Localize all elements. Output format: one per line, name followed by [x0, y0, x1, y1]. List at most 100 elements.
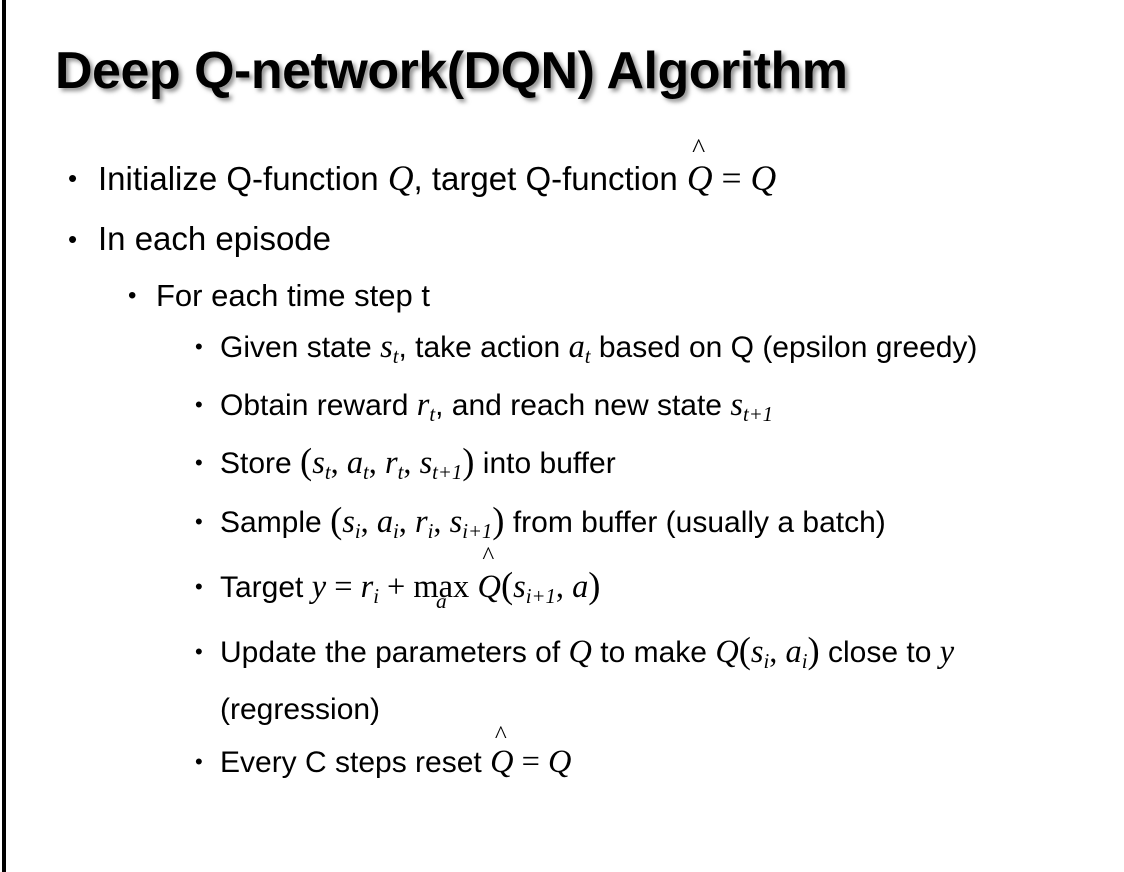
math-var-base: s	[312, 445, 325, 482]
math-var-q-hat: ^Q	[686, 135, 713, 208]
math-paren-open: (	[500, 564, 514, 606]
math-var-s-next: si+1	[513, 568, 556, 609]
list-item-text: For each time step t	[156, 278, 430, 313]
math-comma: ,	[555, 568, 573, 605]
text-fragment: into buffer	[474, 447, 616, 481]
math-var-r: rt	[385, 445, 403, 484]
math-paren-open: (	[300, 441, 313, 483]
math-paren-close: )	[588, 564, 601, 606]
math-var-s-next: st+1	[419, 445, 463, 484]
math-subscript: t	[584, 346, 591, 369]
text-fragment: Every C steps reset	[220, 746, 491, 780]
math-equals: =	[513, 744, 548, 781]
text-fragment: Target	[220, 570, 312, 604]
circumflex-accent-icon: ^	[482, 542, 495, 571]
text-fragment: (regression)	[220, 693, 381, 727]
math-subscript: i+1	[525, 586, 556, 609]
text-fragment: Update the parameters of	[220, 636, 569, 670]
list-item-reset-target-network: • Every C steps reset ^Q = Q	[0, 722, 1124, 791]
list-item-text: Initialize Q-function Q, target Q-functi…	[98, 135, 1084, 209]
list-item-text: Every C steps reset ^Q = Q	[220, 722, 1094, 791]
math-subscript: t	[324, 462, 331, 485]
math-subscript: i	[763, 651, 770, 674]
math-var-q-hat: ^Q	[477, 543, 501, 618]
math-paren-close: )	[807, 629, 820, 671]
math-subscript: i	[427, 520, 434, 543]
math-paren-close: )	[462, 441, 475, 483]
math-subscript: i	[373, 586, 379, 609]
list-item-text: Store (st, at, rt, st+1) into buffer	[220, 439, 1094, 497]
list-item-update-parameters: • Update the parameters of Q to make Q(s…	[0, 628, 1124, 734]
text-fragment: based on Q (epsilon greedy)	[590, 331, 978, 364]
math-comma: ,	[433, 503, 450, 540]
math-var-q: Q	[547, 744, 572, 781]
bullet-marker: •	[195, 639, 203, 665]
math-comma: ,	[398, 503, 415, 540]
list-item-text: In each episode	[98, 220, 332, 257]
math-var-q2: Q	[715, 634, 739, 671]
math-var-base: s	[342, 503, 355, 540]
math-var-r: ri	[415, 503, 434, 543]
bullet-marker: •	[68, 163, 78, 193]
bullet-marker: •	[128, 282, 137, 309]
math-var-base: a	[346, 445, 364, 482]
math-subscript: t+1	[742, 404, 774, 427]
text-fragment: Sample	[220, 505, 331, 539]
math-var-a: at	[346, 445, 369, 484]
math-comma: ,	[769, 634, 786, 671]
math-plus: +	[378, 568, 414, 605]
math-subscript: t	[392, 346, 399, 369]
math-var-base: s	[449, 503, 463, 540]
math-var-base: Q	[490, 744, 514, 781]
math-var-r: rt	[416, 387, 436, 427]
list-item-store-transition: • Store (st, at, rt, st+1) into buffer	[0, 439, 1124, 497]
math-var-base: s	[419, 445, 433, 482]
text-fragment: , target Q-function	[413, 160, 687, 197]
math-var-base: r	[415, 503, 428, 540]
text-fragment: Obtain reward	[220, 389, 417, 423]
math-subscript: i	[354, 520, 361, 543]
math-var-s: st	[380, 329, 399, 369]
circumflex-accent-icon: ^	[692, 133, 706, 165]
left-edge-rule	[2, 0, 6, 872]
math-var-a: at	[568, 329, 591, 369]
text-fragment: , and reach new state	[435, 389, 731, 423]
math-var-a: ai	[376, 503, 399, 543]
bullet-marker: •	[195, 450, 203, 476]
math-var-base: a	[376, 503, 394, 540]
list-item-initialize: • Initialize Q-function Q, target Q-func…	[0, 135, 1124, 209]
list-item-episode: • In each episode	[0, 209, 1124, 269]
bullet-list: • Initialize Q-function Q, target Q-func…	[0, 135, 1124, 791]
math-var-s: si	[750, 634, 770, 674]
math-operator-underscript: a	[435, 589, 447, 614]
math-var-base: Q	[686, 158, 713, 198]
bullet-marker: •	[195, 573, 203, 599]
text-fragment: Initialize Q-function	[98, 160, 388, 197]
text-fragment: close to	[819, 636, 940, 670]
math-equals: =	[712, 158, 751, 198]
text-fragment: to make	[591, 636, 716, 670]
math-var-base: s	[513, 568, 526, 605]
math-paren-close: )	[492, 499, 505, 541]
math-var-a: a	[572, 568, 589, 605]
math-var-base: a	[568, 329, 585, 365]
math-var-q: Q	[387, 158, 414, 198]
math-var-s-next: si+1	[449, 503, 493, 543]
math-subscript: t	[429, 404, 436, 427]
math-subscript: t	[397, 462, 404, 485]
math-var-base: s	[730, 387, 743, 424]
math-var-base: Q	[477, 568, 501, 605]
bullet-marker: •	[68, 224, 78, 254]
text-fragment: Store	[220, 447, 301, 481]
math-var-q2: Q	[750, 158, 777, 198]
math-var-r: ri	[361, 569, 379, 609]
math-var-y: y	[311, 568, 327, 605]
math-var-base: r	[416, 387, 430, 424]
bullet-marker: •	[195, 749, 203, 775]
list-item-timestep: • For each time step t	[0, 269, 1124, 323]
math-var-base: s	[750, 634, 764, 671]
math-var-s: si	[342, 503, 361, 543]
